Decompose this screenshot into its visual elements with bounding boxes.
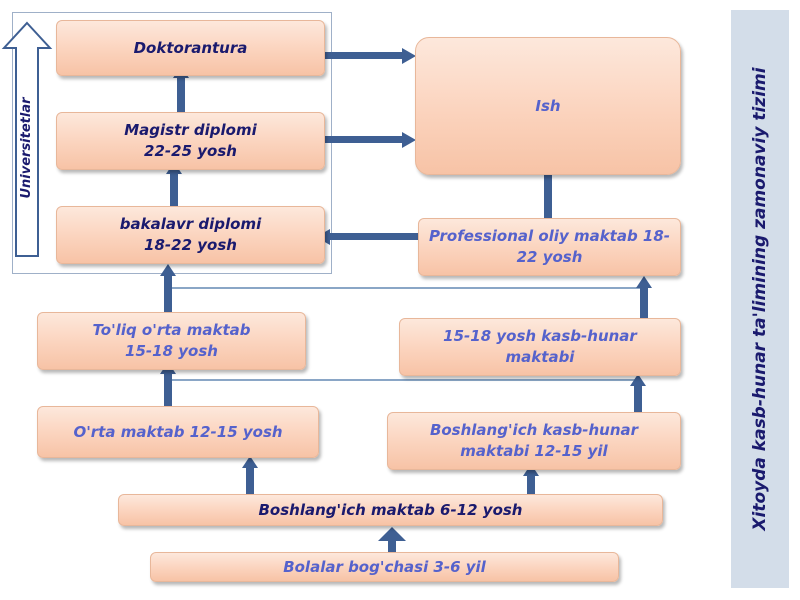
arrowhead-up-icon [523, 464, 539, 476]
connector-kasb-hunar-to-15-18 [634, 384, 642, 412]
arrowhead-up-icon [636, 276, 652, 288]
connector-magistr-to-doktorantura [177, 76, 185, 112]
connector-bogcha-to-boshlangich [388, 539, 396, 552]
box-ish: Ish [415, 37, 681, 175]
connector-orta-to-toliq-orta [164, 372, 172, 406]
arrowhead-up-icon [378, 527, 406, 541]
connector-doktorantura-to-ish [325, 52, 405, 59]
universities-label: Universitetlar [19, 97, 34, 199]
connector-toliq-orta-to-bakalavr [164, 274, 172, 312]
arrowhead-up-icon [242, 456, 258, 468]
arrowhead-up-icon [630, 374, 646, 386]
diagram-title: Xitoyda kasb-hunar ta'limining zamonaviy… [750, 67, 770, 531]
connector-15-18-to-professional-oliy [640, 287, 648, 319]
box-kasb-hunar-15-18: 15-18 yosh kasb-hunar maktabi [399, 318, 681, 376]
divider-line-lower [168, 379, 638, 381]
connector-magistr-to-ish [325, 136, 405, 143]
box-doktorantura: Doktorantura [56, 20, 325, 76]
box-boshlangich-maktab: Boshlang'ich maktab 6-12 yosh [118, 494, 663, 526]
divider-line-upper [168, 287, 642, 289]
box-bakalavr: bakalavr diplomi 18-22 yosh [56, 206, 325, 264]
arrowhead-up-icon [160, 264, 176, 276]
box-magistr: Magistr diplomi 22-25 yosh [56, 112, 325, 170]
connector-professional-oliy-to-ish [544, 172, 552, 218]
connector-professional-oliy-to-bakalavr [328, 233, 418, 240]
universities-arrow-icon [1, 21, 53, 257]
box-orta-maktab: O'rta maktab 12-15 yosh [37, 406, 319, 458]
arrowhead-right-icon [402, 132, 416, 148]
box-professional-oliy: Professional oliy maktab 18- 22 yosh [418, 218, 681, 276]
connector-boshlangich-to-orta [246, 466, 254, 494]
box-bolalar-bogchasi: Bolalar bog'chasi 3-6 yil [150, 552, 619, 582]
box-boshlangich-kasb-hunar: Boshlang'ich kasb-hunar maktabi 12-15 yi… [387, 412, 681, 470]
side-title-banner [731, 10, 789, 588]
box-toliq-orta: To'liq o'rta maktab 15-18 yosh [37, 312, 306, 370]
connector-boshlangich-to-kasb-hunar [527, 474, 535, 494]
connector-bakalavr-to-magistr [170, 172, 178, 206]
arrowhead-right-icon [402, 48, 416, 64]
